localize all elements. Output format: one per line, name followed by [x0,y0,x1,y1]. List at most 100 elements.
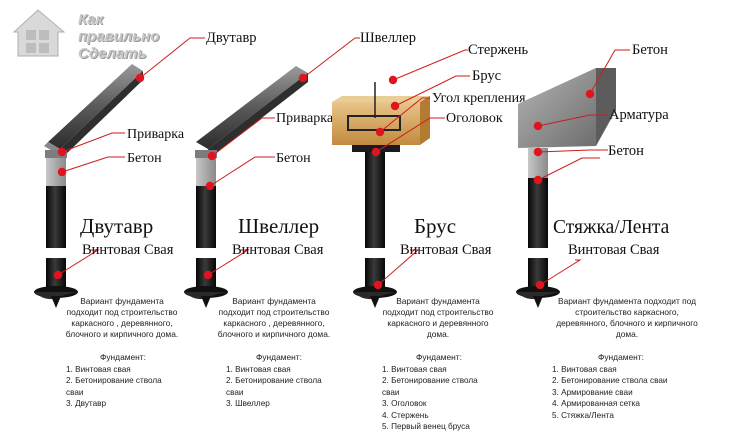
callout-channel: Швеллер [360,30,416,46]
callout-line [209,156,275,187]
callout-line [537,149,608,153]
foundation-list-channel: 1. Винтовая свая 2. Бетонирование ствола… [226,364,322,410]
list-item: 4. Армированная сетка [552,399,640,409]
callout-marker [53,270,63,280]
column-title-channel: Швеллер [238,214,319,238]
foundation-title-slab: Фундамент: [598,352,644,362]
list-item: 1. Винтовая свая [226,365,291,374]
callout-marker [373,280,383,290]
description-ibeam: Вариант фундамента подходит под строител… [65,296,179,339]
channel-body [196,66,308,149]
callout-ibeam: Двутавр [206,30,257,46]
column-channel: Швеллер Приварка Бетон Швеллер Винтовая … [184,30,416,308]
column-timber: Стержень Брус Угол крепления Оголовок Бр… [332,42,529,308]
foundation-title-ibeam: Фундамент: [100,352,146,362]
timber-front [332,102,420,145]
description-channel: Вариант фундамента подходит под строител… [217,296,331,339]
list-item: 5. Первый венец бруса [382,422,470,432]
callout-concrete: Бетон [127,151,162,166]
pile-concrete-section [528,148,548,178]
channel-underside [208,73,308,158]
list-item: 2. Бетонирование ствола сваи [552,376,668,386]
list-item: 3. Армирование сваи [552,387,633,397]
weld-plate [45,150,67,158]
callout-marker [371,147,381,157]
callout-rod: Стержень [468,42,529,58]
callout-marker [57,167,67,177]
callout-bracket: Угол крепления [432,91,526,106]
column-title-timber: Брус [414,214,456,238]
callout-marker [585,89,595,99]
callout-line [61,132,125,153]
list-item: 2. Бетонирование ствола [382,376,478,386]
column-title-ibeam: Двутавр [80,214,153,238]
callout-marker [533,147,543,157]
list-item: 3. Швеллер [226,399,270,409]
slab-front [518,68,596,148]
ibeam-underside [60,71,143,158]
callout-line [211,117,275,157]
callout-line [392,49,468,81]
callout-marker [388,75,398,85]
timber-top [332,96,430,102]
callout-line [302,37,360,79]
foundation-title-timber: Фундамент: [416,352,462,362]
column-title-slab: Стяжка/Лента [553,217,670,238]
list-item: 3. Двутавр [66,399,107,409]
callout-marker [298,73,308,83]
pile-shaft-upper [528,178,548,248]
list-item: сваи [66,387,84,397]
house-window-icon [12,9,66,57]
callout-marker [533,175,543,185]
callout-marker [207,151,217,161]
pile-concrete-section [196,158,216,186]
ibeam-body [48,64,143,149]
description-slab: Вариант фундамента подходит под строител… [556,296,698,339]
timber-side [420,96,430,145]
list-item: сваи [226,387,244,397]
callout-pile-cap: Оголовок [446,111,503,126]
foundation-title-channel: Фундамент: [256,352,302,362]
foundation-list-ibeam: 1. Винтовая свая 2. Бетонирование ствола… [66,364,162,410]
callout-line [537,114,608,127]
list-item: 5. Стяжка/Лента [552,410,614,420]
list-item: 1. Винтовая свая [382,365,447,374]
callout-line [589,49,630,95]
callout-concrete: Бетон [276,151,311,166]
list-item: 4. Стержень [382,410,429,420]
callout-line [61,156,125,173]
callout-line [207,249,250,276]
list-item: 1. Винтовая свая [66,365,131,374]
pile-label: Винтовая Свая [568,242,660,258]
callout-marker [375,127,385,137]
pile-shaft-upper [365,152,385,248]
callout-line [394,75,470,107]
pile-shaft-lower [365,258,385,288]
weld-plate [195,150,217,158]
logo-text: Как правильно Сделать [78,11,159,62]
callout-marker [203,270,213,280]
list-item: 2. Бетонирование ствола [66,376,162,386]
callout-rebar: Арматура [609,107,669,123]
pile-shaft-upper [196,186,216,248]
callout-timber: Брус [472,68,501,84]
list-item: сваи [382,387,400,397]
callout-weld: Приварка [127,127,185,142]
callout-concrete-slab: Бетон [632,42,668,58]
callout-marker [205,181,215,191]
callout-line [377,249,420,286]
list-item: 3. Оголовок [382,399,427,409]
list-item: 2. Бетонирование ствола [226,376,322,386]
list-item: 1. Винтовая свая [552,365,617,374]
pile-label: Винтовая Свая [400,242,492,258]
column-ibeam: Двутавр Приварка Бетон Двутавр Винтовая … [34,30,257,308]
callout-marker [535,280,545,290]
callout-line [375,117,445,153]
callout-line [139,37,205,79]
site-logo[interactable]: Как правильно Сделать [8,6,159,62]
foundation-list-slab: 1. Винтовая свая 2. Бетонирование ствола… [552,364,667,421]
description-timber: Вариант фундамента подходит под строител… [382,296,494,339]
callout-line [539,259,582,286]
